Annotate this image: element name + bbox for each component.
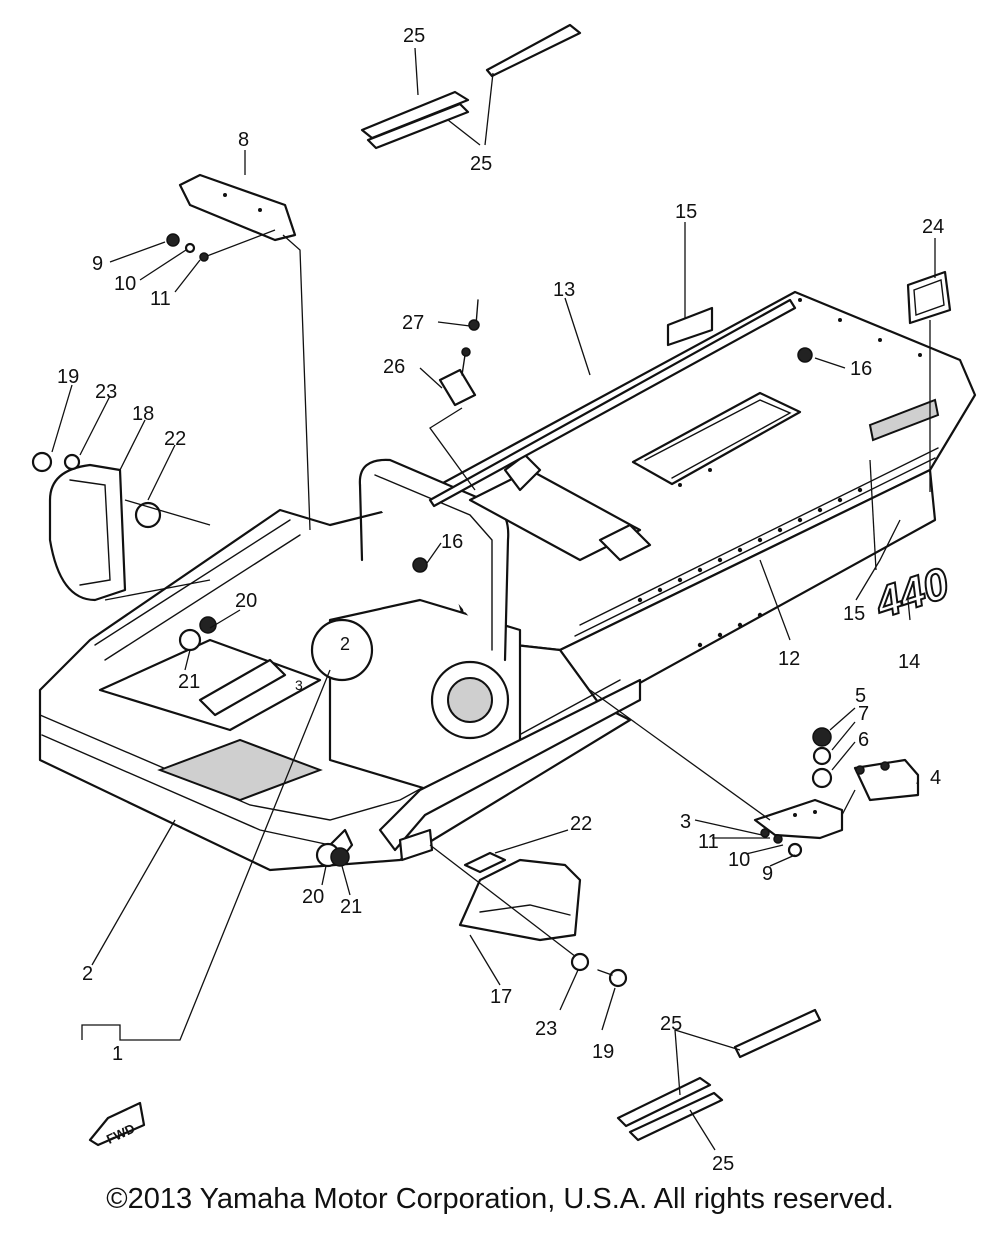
callout-20-left: 20 [235, 590, 257, 612]
svg-text:3: 3 [295, 677, 303, 693]
callout-21-left: 21 [178, 671, 200, 693]
frame-assembly: 3 2 [38, 290, 977, 872]
decal-strips-bottom [616, 1008, 822, 1142]
callout-16-right: 16 [850, 358, 872, 380]
leader-lines [51, 47, 936, 1151]
svg-text:440: 440 [869, 559, 955, 629]
decal-strips-top [360, 23, 582, 150]
callout-15-right: 15 [843, 603, 865, 625]
callout-3: 3 [680, 811, 691, 833]
callout-27: 27 [402, 312, 424, 334]
callout-25-top-a: 25 [403, 25, 425, 47]
callout-19-right: 19 [592, 1041, 614, 1063]
callout-25-top-b: 25 [470, 153, 492, 175]
callout-10-right: 10 [728, 849, 750, 871]
callout-26: 26 [383, 356, 405, 378]
copyright-notice: ©2013 Yamaha Motor Corporation, U.S.A. A… [106, 1183, 894, 1215]
callout-15-top: 15 [675, 201, 697, 223]
callout-21-lower: 21 [340, 896, 362, 918]
callout-9-top: 9 [92, 253, 103, 275]
callout-7: 7 [858, 703, 869, 725]
callout-5: 5 [855, 685, 866, 707]
callout-19-left: 19 [57, 366, 79, 388]
callout-25-bottom-a: 25 [660, 1013, 682, 1035]
callout-14: 14 [898, 651, 920, 673]
callout-11-top: 11 [150, 288, 171, 310]
cover-part-17-right [429, 844, 628, 988]
callout-8: 8 [238, 129, 249, 151]
bracket-part-26 [438, 299, 480, 407]
callout-13: 13 [553, 279, 575, 301]
callout-9-right: 9 [762, 863, 773, 885]
callout-11-right: 11 [698, 831, 719, 853]
callout-4: 4 [930, 767, 941, 789]
nut-part-16 [412, 347, 813, 573]
bolt-washer-set-top [166, 229, 276, 262]
callout-labels: 25 25 8 15 24 9 10 11 13 27 26 16 19 23 … [57, 25, 944, 1175]
callout-1: 1 [112, 1043, 123, 1065]
callout-20-lower: 20 [302, 886, 324, 908]
callout-25-bottom-b: 25 [712, 1153, 734, 1175]
decal-440: 440 [868, 558, 956, 630]
callout-18: 18 [132, 403, 154, 425]
callout-16-center: 16 [441, 531, 463, 553]
callout-12: 12 [778, 648, 800, 670]
callout-17: 17 [490, 986, 512, 1008]
callout-10-top: 10 [114, 273, 136, 295]
callout-23-left: 23 [95, 381, 117, 403]
svg-text:2: 2 [340, 634, 350, 654]
bracket-part-8 [178, 173, 311, 531]
decal-strips-side [428, 298, 940, 508]
fwd-arrow: FWD [88, 1101, 146, 1147]
cover-part-18-left [31, 451, 211, 602]
parts-diagram: 3 2 [31, 23, 977, 1175]
callout-22-left: 22 [164, 428, 186, 450]
plate-part-24 [906, 270, 952, 325]
callout-22-right: 22 [570, 813, 592, 835]
callout-6: 6 [858, 729, 869, 751]
callout-23-right: 23 [535, 1018, 557, 1040]
callout-2: 2 [82, 963, 93, 985]
callout-24: 24 [922, 216, 944, 238]
grommet-20-21-lower [315, 842, 350, 868]
bracket-part-3-4 [589, 689, 920, 858]
